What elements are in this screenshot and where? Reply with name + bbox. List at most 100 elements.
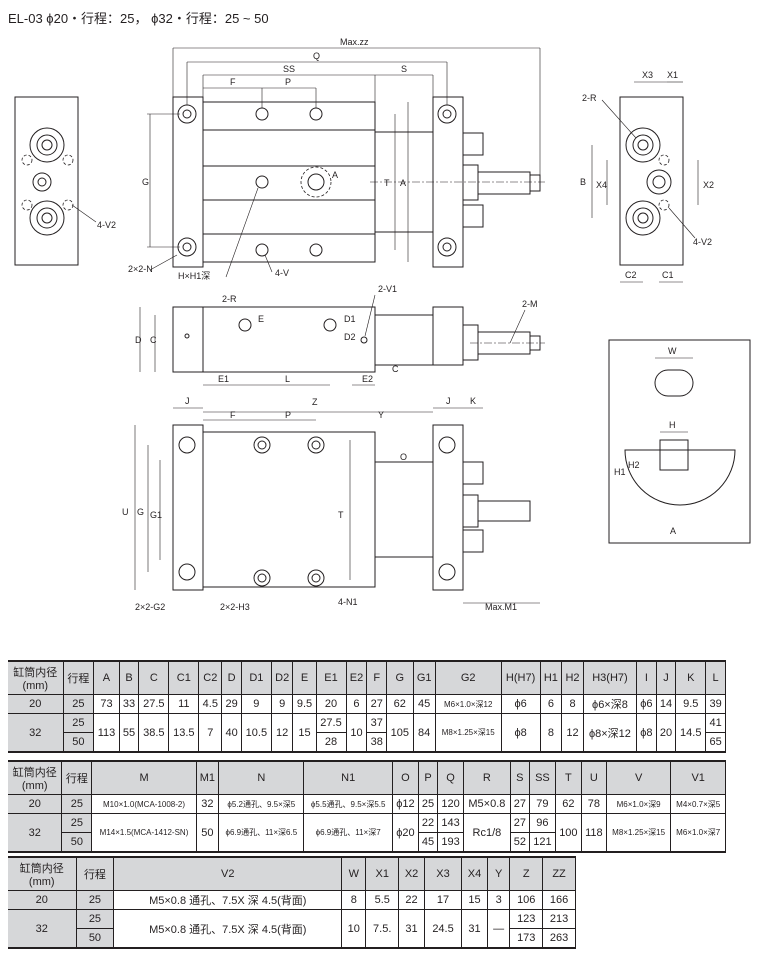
value-cell: 78 [580, 794, 607, 814]
column-header: L [705, 660, 726, 695]
column-header: U [580, 760, 607, 795]
value-cell: 50 [195, 813, 220, 853]
column-header: P [417, 760, 439, 795]
value-cell: 31 [461, 909, 488, 949]
value-cell: ϕ6 [500, 694, 541, 714]
dimension-label: A [670, 526, 676, 536]
column-header: W [341, 856, 367, 891]
column-header: C [138, 660, 170, 695]
bore-cell: 20 [8, 794, 63, 814]
column-header: E [292, 660, 317, 695]
value-cell: M6×1.0×深9 [605, 794, 672, 814]
value-cell: 73 [93, 694, 120, 714]
column-header: V [605, 760, 672, 795]
value-cell: 121 [528, 832, 556, 853]
dimension-label: T [338, 510, 344, 520]
column-header: E2 [345, 660, 368, 695]
value-cell: ϕ12 [391, 794, 419, 814]
column-header: V1 [670, 760, 726, 795]
stroke-cell: 50 [63, 732, 95, 753]
dimension-label: X4 [596, 180, 607, 190]
column-header: X4 [461, 856, 488, 891]
value-cell: ϕ8 [636, 713, 657, 753]
dimension-label: C [150, 335, 157, 345]
column-header: D [221, 660, 242, 695]
value-cell: M5×0.8 通孔、7.5X 深 4.5(背面) [113, 909, 343, 949]
value-cell: 96 [528, 813, 556, 833]
value-cell: M10×1.0(MCA-1008-2) [91, 794, 197, 814]
column-header: K [675, 660, 707, 695]
value-cell: 62 [554, 794, 582, 814]
stroke-cell: 25 [62, 694, 95, 714]
value-cell: 12 [561, 713, 584, 753]
value-cell: 11 [168, 694, 200, 714]
dimension-label: A [332, 170, 338, 180]
value-cell: ϕ6.9通孔、11×深7 [303, 813, 393, 853]
column-header: F [366, 660, 388, 695]
dimension-label: E [258, 314, 264, 324]
value-cell: 27 [509, 794, 530, 814]
column-header: R [463, 760, 511, 795]
value-cell: 27 [366, 694, 388, 714]
dimension-label: F [230, 77, 236, 87]
value-cell: M8×1.25×深15 [605, 813, 672, 853]
value-cell: 123 [509, 909, 544, 929]
stroke-cell: 50 [61, 832, 93, 853]
column-header: C1 [168, 660, 200, 695]
value-cell: 113 [93, 713, 120, 753]
value-cell: 12 [270, 713, 294, 753]
bore-cell: 20 [8, 694, 64, 714]
value-cell: 10 [345, 713, 368, 753]
value-cell: M14×1.5(MCA-1412-SN) [91, 813, 197, 853]
column-header: N1 [303, 760, 393, 795]
dimension-label: L [285, 374, 290, 384]
dimension-label: 2-R [222, 294, 237, 304]
column-header: Q [437, 760, 465, 795]
bore-cell: 20 [8, 890, 77, 910]
dimension-label: 2×2-G2 [135, 602, 165, 612]
value-cell: 193 [437, 832, 465, 853]
stroke-cell: 25 [75, 890, 115, 910]
dimension-label: T [384, 178, 390, 188]
column-header: A [93, 660, 120, 695]
column-header: C2 [198, 660, 223, 695]
value-cell: 8 [539, 713, 563, 753]
dimension-label: H×H1深 [178, 271, 210, 281]
value-cell: 118 [580, 813, 607, 853]
left-end-view: 4-V2 [14, 96, 116, 266]
page-title: EL-03 ϕ20・行程：25， ϕ32・行程：25 ~ 50 [8, 11, 269, 26]
value-cell: 166 [542, 890, 576, 910]
value-cell: M8×1.25×深15 [434, 713, 502, 753]
column-header: Z [509, 856, 544, 891]
column-header: B [118, 660, 140, 695]
column-header: I [636, 660, 657, 695]
column-header: X3 [423, 856, 463, 891]
value-cell: 14 [655, 694, 677, 714]
dimension-label: F [230, 410, 236, 420]
column-header: SS [528, 760, 556, 795]
column-header: M1 [195, 760, 220, 795]
value-cell: 24.5 [423, 909, 463, 949]
dimension-label: 4-V [275, 268, 289, 278]
dimension-label: J [446, 396, 451, 406]
value-cell: 45 [417, 832, 439, 853]
column-header: 缸筒内径 (mm) [8, 660, 64, 695]
dimension-label: Y [378, 410, 384, 420]
value-cell: 29 [221, 694, 242, 714]
stroke-cell: 25 [75, 909, 115, 929]
value-cell: 15 [292, 713, 317, 753]
value-cell: 6 [539, 694, 563, 714]
column-header: S [509, 760, 530, 795]
value-cell: 6 [345, 694, 368, 714]
value-cell: 41 [705, 713, 726, 733]
value-cell: 84 [412, 713, 436, 753]
dimension-label: X2 [703, 180, 714, 190]
column-header: G1 [412, 660, 436, 695]
